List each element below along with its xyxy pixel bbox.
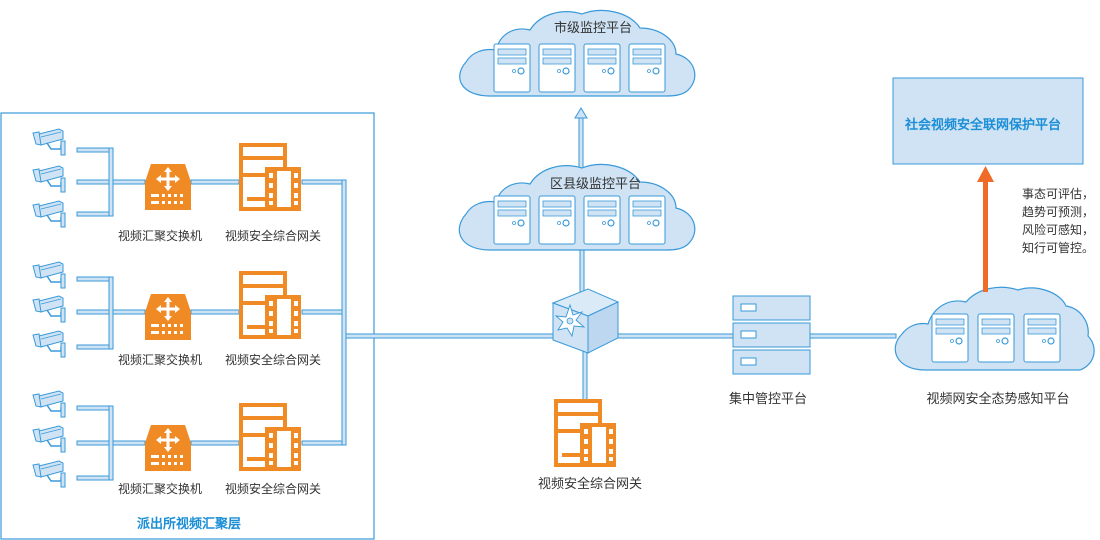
aggregation-switch-icon xyxy=(145,425,191,471)
switch-label: 视频汇聚交换机 xyxy=(117,353,203,367)
upward-arrow-head xyxy=(574,107,588,119)
security-gateway-icon xyxy=(237,141,303,213)
station-layer-title: 派出所视频汇聚层 xyxy=(136,517,242,532)
central-gateway-icon xyxy=(552,397,618,469)
security-gateway-icon xyxy=(237,401,303,473)
gateway-label: 视频安全综合网关 xyxy=(224,482,322,496)
central-gateway-label: 视频安全综合网关 xyxy=(537,477,643,492)
camera-icons xyxy=(32,128,66,488)
protection-platform-box xyxy=(892,77,1084,165)
protection-platform-label: 社会视频安全联网保护平台 xyxy=(905,118,1062,133)
district-platform-label: 区县级监控平台 xyxy=(550,177,642,192)
city-platform-label: 市级监控平台 xyxy=(554,21,633,36)
benefits-note: 事态可评估， 趋势可预测， 风险可感知， 知行可管控。 xyxy=(1022,185,1094,257)
district-platform-cloud xyxy=(458,163,696,251)
benefit-line: 事态可评估， xyxy=(1022,187,1095,201)
switch-label: 视频汇聚交换机 xyxy=(117,482,203,496)
gateway-label: 视频安全综合网关 xyxy=(224,229,322,243)
orange-upward-arrow xyxy=(977,166,994,292)
central-control-rack-icon xyxy=(732,295,811,375)
city-platform-cloud xyxy=(459,9,696,97)
benefit-line: 知行可管控。 xyxy=(1022,241,1095,255)
core-switch-cube-icon xyxy=(551,288,620,354)
awareness-platform-label: 视频网安全态势感知平台 xyxy=(926,392,1070,407)
station-layer-region xyxy=(0,112,375,540)
benefit-line: 趋势可预测， xyxy=(1022,205,1095,219)
security-gateway-icon xyxy=(237,269,303,341)
central-control-label: 集中管控平台 xyxy=(728,392,808,407)
aggregation-switch-icon xyxy=(145,164,191,210)
benefit-line: 风险可感知， xyxy=(1022,223,1095,237)
switch-label: 视频汇聚交换机 xyxy=(117,229,203,243)
gateway-label: 视频安全综合网关 xyxy=(224,353,322,367)
aggregation-switch-icon xyxy=(145,294,191,340)
awareness-platform-cloud xyxy=(894,286,1095,371)
